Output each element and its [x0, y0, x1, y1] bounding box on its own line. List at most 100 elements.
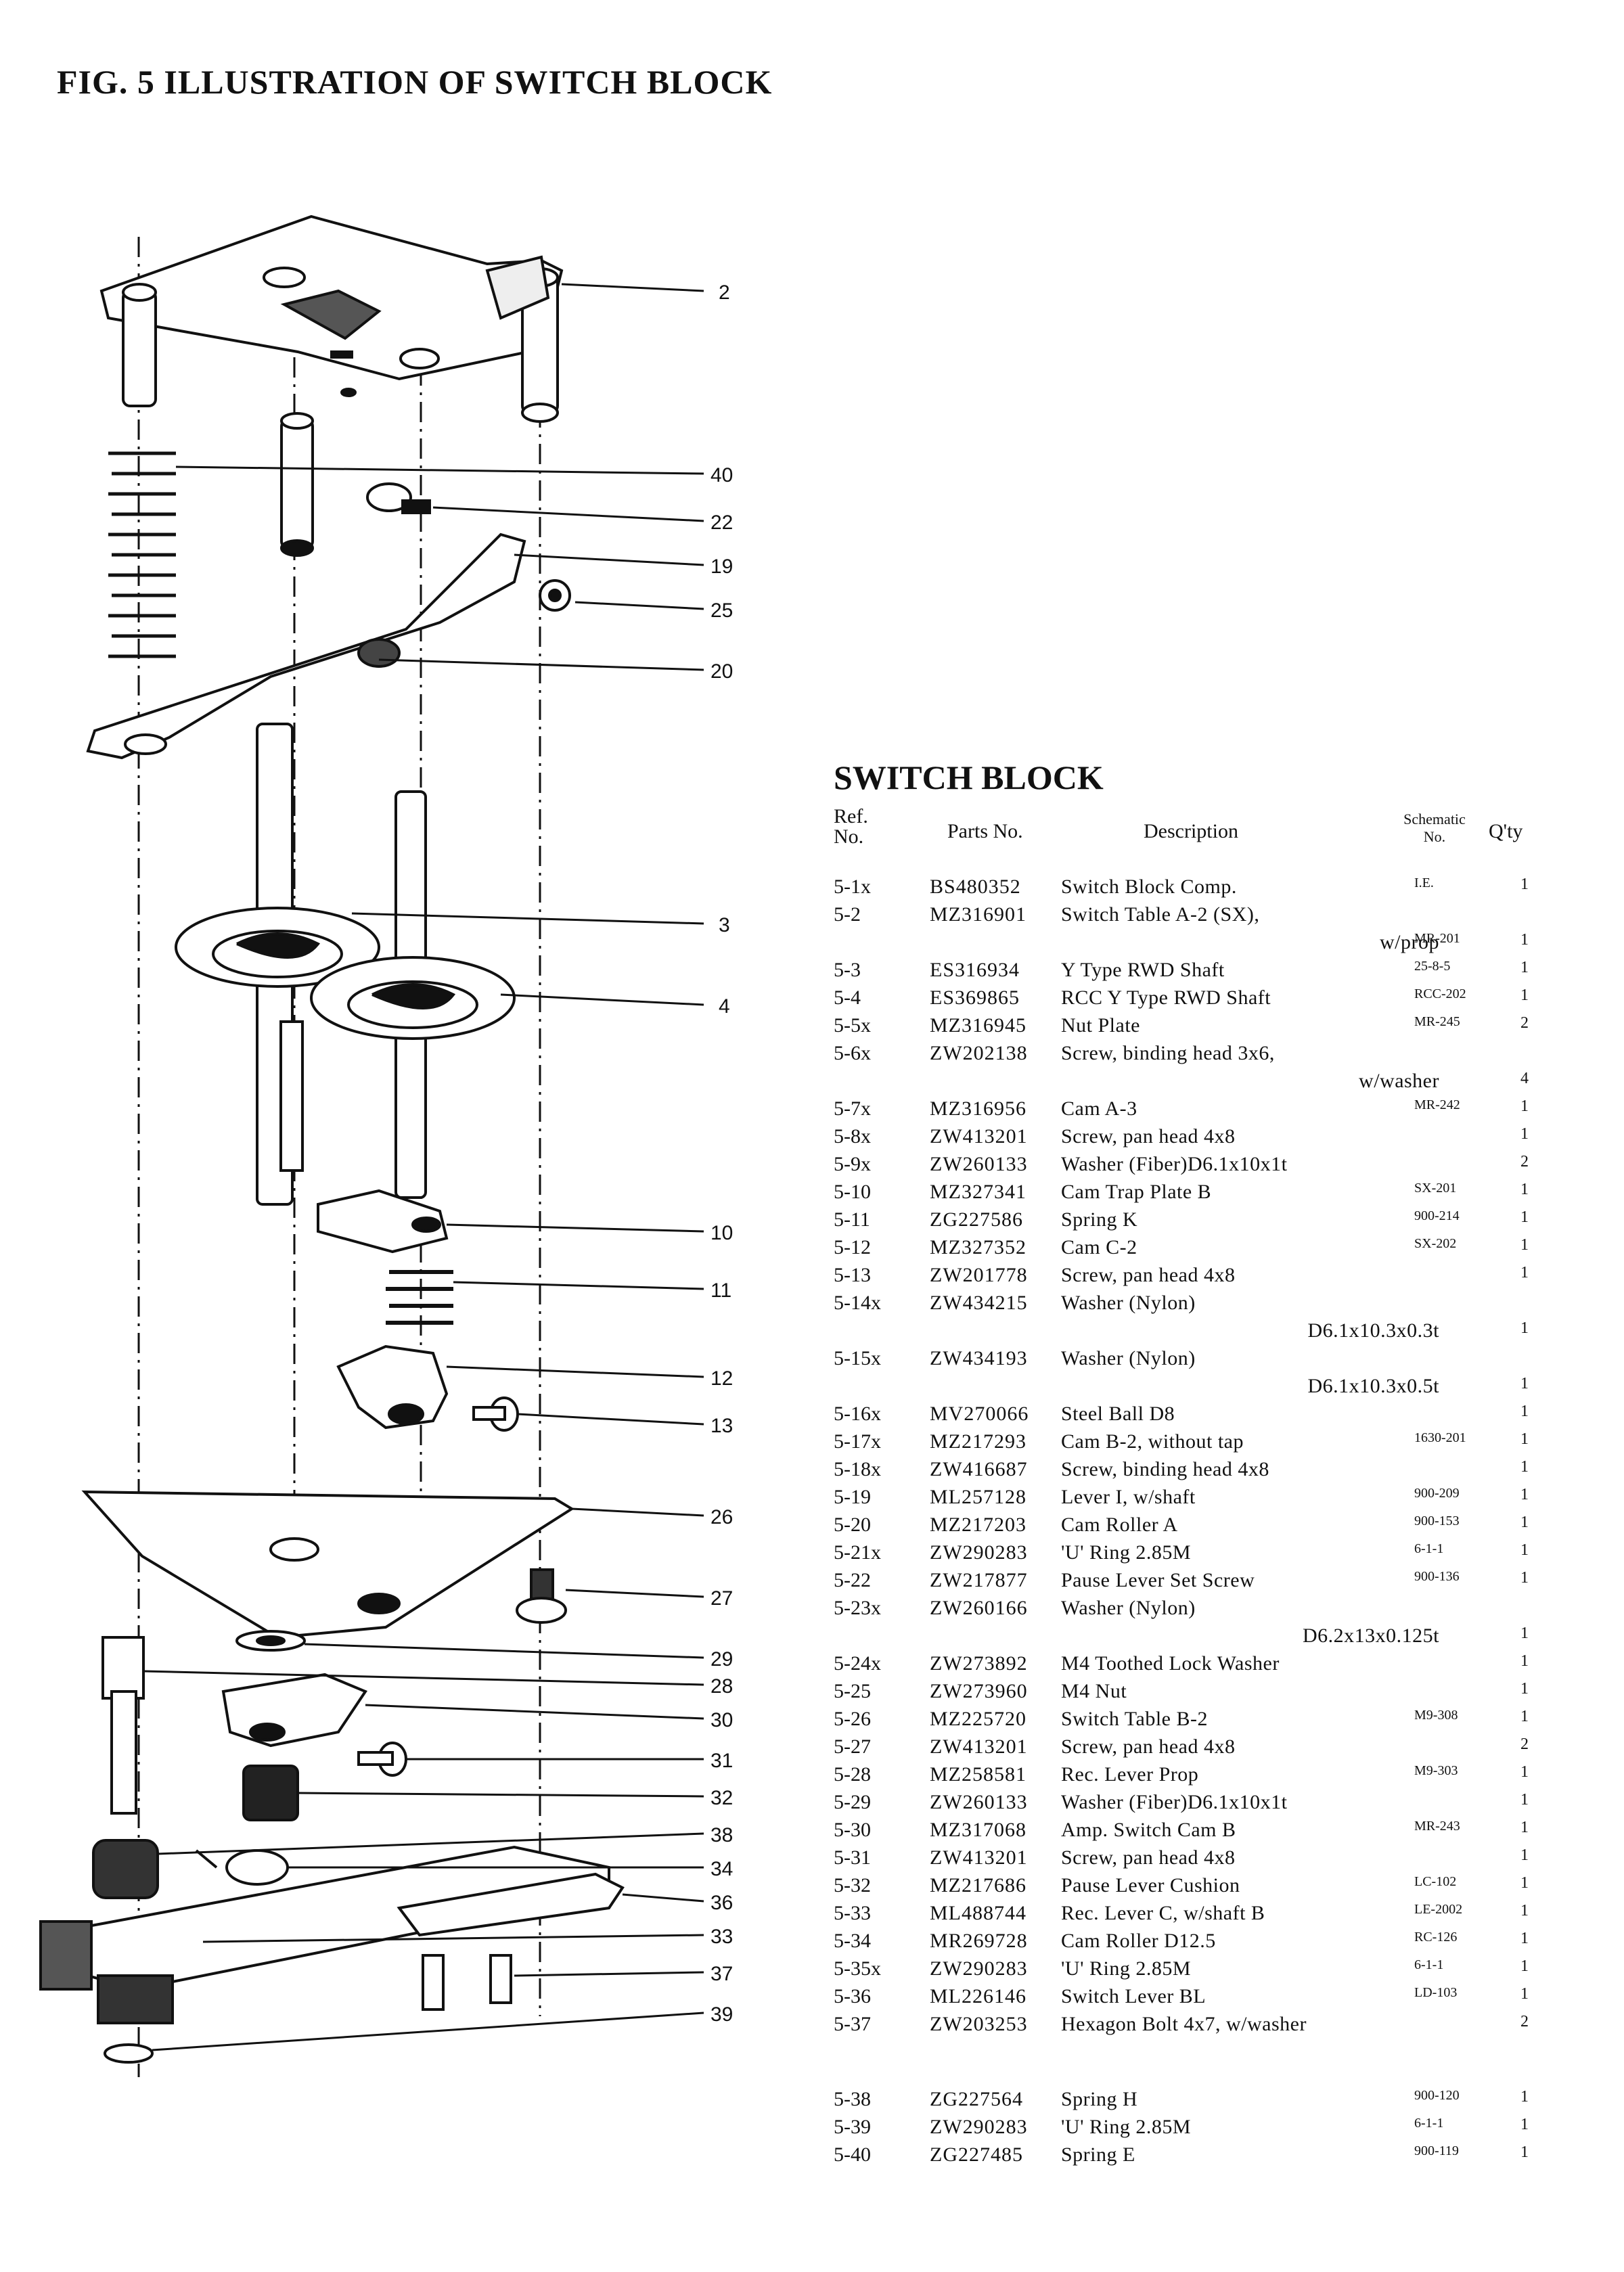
- callout-labels: 2 40 22 19 25 20 3 4 10 11 12 13 26 27 2…: [710, 281, 733, 2026]
- cell-parts-no: ZW260133: [930, 1791, 1028, 1813]
- cell-ref: 5-5x: [834, 1014, 871, 1037]
- cell-description: Y Type RWD Shaft: [1061, 959, 1225, 981]
- center-post: [280, 418, 314, 549]
- cell-parts-no: ZW416687: [930, 1458, 1028, 1480]
- cell-ref: 5-23x: [834, 1597, 881, 1619]
- svg-text:27: 27: [710, 1587, 733, 1610]
- cell-ref: 5-19: [834, 1486, 871, 1508]
- cell-schematic: 6-1-1: [1414, 1541, 1444, 1556]
- cell-schematic: LE-2002: [1414, 1902, 1463, 1917]
- cell-qty: 1: [1520, 986, 1529, 1004]
- cell-ref: 5-7x: [834, 1097, 871, 1120]
- cell-parts-no: MZ217293: [930, 1430, 1027, 1453]
- cell-description: 'U' Ring 2.85M: [1061, 1541, 1191, 1564]
- cell-parts-no: MZ316901: [930, 903, 1027, 926]
- cell-description: Cam C-2: [1061, 1236, 1137, 1258]
- cell-schematic: M9-308: [1414, 1708, 1458, 1723]
- cell-ref: 5-35x: [834, 1957, 881, 1980]
- cell-ref: 5-29: [834, 1791, 871, 1813]
- cell-ref: 5-30: [834, 1819, 871, 1841]
- cell-description: w/washer: [1359, 1070, 1439, 1092]
- header-qty: Q'ty: [1489, 820, 1523, 842]
- cell-description: D6.2x13x0.125t: [1303, 1625, 1439, 1647]
- svg-text:37: 37: [710, 1963, 733, 1985]
- cell-description: Amp. Switch Cam B: [1061, 1819, 1236, 1841]
- cell-ref: 5-21x: [834, 1541, 881, 1564]
- cell-description: Cam Trap Plate B: [1061, 1181, 1212, 1203]
- cell-ref: 5-27: [834, 1735, 871, 1758]
- parts-list-header: Ref. No. Parts No. Description Schematic…: [834, 806, 1558, 861]
- cell-schematic: 1630-201: [1414, 1430, 1466, 1445]
- cell-description: RCC Y Type RWD Shaft: [1061, 986, 1271, 1009]
- cell-parts-no: ZW273960: [930, 1680, 1028, 1702]
- cell-parts-no: BS480352: [930, 876, 1021, 898]
- cell-parts-no: MZ258581: [930, 1763, 1027, 1786]
- spring-k: [386, 1270, 453, 1325]
- cell-schematic: 900-153: [1414, 1514, 1460, 1528]
- svg-text:33: 33: [710, 1926, 733, 1948]
- cell-qty: 1: [1520, 1403, 1529, 1420]
- cell-parts-no: ZW273892: [930, 1652, 1028, 1675]
- switch-table-b2: [81, 1490, 574, 1639]
- cell-parts-no: ES369865: [930, 986, 1020, 1009]
- cell-ref: 5-39: [834, 2116, 871, 2138]
- header-ref: Ref. No.: [834, 805, 868, 848]
- cell-parts-no: MZ327341: [930, 1181, 1027, 1203]
- cell-ref: 5-34: [834, 1930, 871, 1952]
- exploded-diagram: 2 40 22 19 25 20 3 4 10 11 12 13 26 27 2…: [39, 214, 733, 2077]
- cell-ref: 5-6x: [834, 1042, 871, 1064]
- cell-description: Cam Roller D12.5: [1061, 1930, 1216, 1952]
- cell-ref: 5-40: [834, 2143, 871, 2166]
- cell-parts-no: ZW260133: [930, 1153, 1028, 1175]
- cell-description: Screw, pan head 4x8: [1061, 1735, 1236, 1758]
- cell-ref: 5-2: [834, 903, 861, 926]
- cell-qty: 1: [1520, 1125, 1529, 1143]
- cell-description: Cam Roller A: [1061, 1514, 1178, 1536]
- cell-schematic: SX-202: [1414, 1236, 1457, 1251]
- cell-schematic: MR-242: [1414, 1097, 1460, 1112]
- cell-qty: 1: [1520, 1486, 1529, 1503]
- cell-description: Steel Ball D8: [1061, 1403, 1175, 1425]
- figure-title: FIG. 5 ILLUSTRATION OF SWITCH BLOCK: [57, 63, 773, 101]
- header-description: Description: [1144, 820, 1238, 842]
- cell-qty: 1: [1520, 1708, 1529, 1725]
- cell-ref: 5-28: [834, 1763, 871, 1786]
- cell-parts-no: ZW217877: [930, 1569, 1028, 1591]
- cell-ref: 5-12: [834, 1236, 871, 1258]
- lever-19: [86, 532, 526, 760]
- cell-ref: 5-3: [834, 959, 861, 981]
- cell-parts-no: ZW202138: [930, 1042, 1028, 1064]
- cell-parts-no: MZ327352: [930, 1236, 1027, 1258]
- svg-text:39: 39: [710, 2003, 733, 2026]
- cell-schematic: 25-8-5: [1414, 959, 1451, 974]
- cell-parts-no: ML226146: [930, 1985, 1027, 2007]
- cell-parts-no: MZ225720: [930, 1708, 1027, 1730]
- cell-qty: 1: [1520, 1791, 1529, 1809]
- switch-lever-bl: [397, 1872, 625, 1937]
- cell-parts-no: ZW201778: [930, 1264, 1028, 1286]
- cell-schematic: RC-126: [1414, 1930, 1458, 1945]
- svg-text:40: 40: [710, 464, 733, 486]
- svg-text:2: 2: [719, 281, 730, 304]
- cell-description: Screw, binding head 4x8: [1061, 1458, 1269, 1480]
- cell-description: Lever I, w/shaft: [1061, 1486, 1196, 1508]
- cell-description: Washer (Nylon): [1061, 1292, 1196, 1314]
- cell-parts-no: ZW413201: [930, 1125, 1028, 1148]
- cell-description: D6.1x10.3x0.3t: [1307, 1319, 1439, 1342]
